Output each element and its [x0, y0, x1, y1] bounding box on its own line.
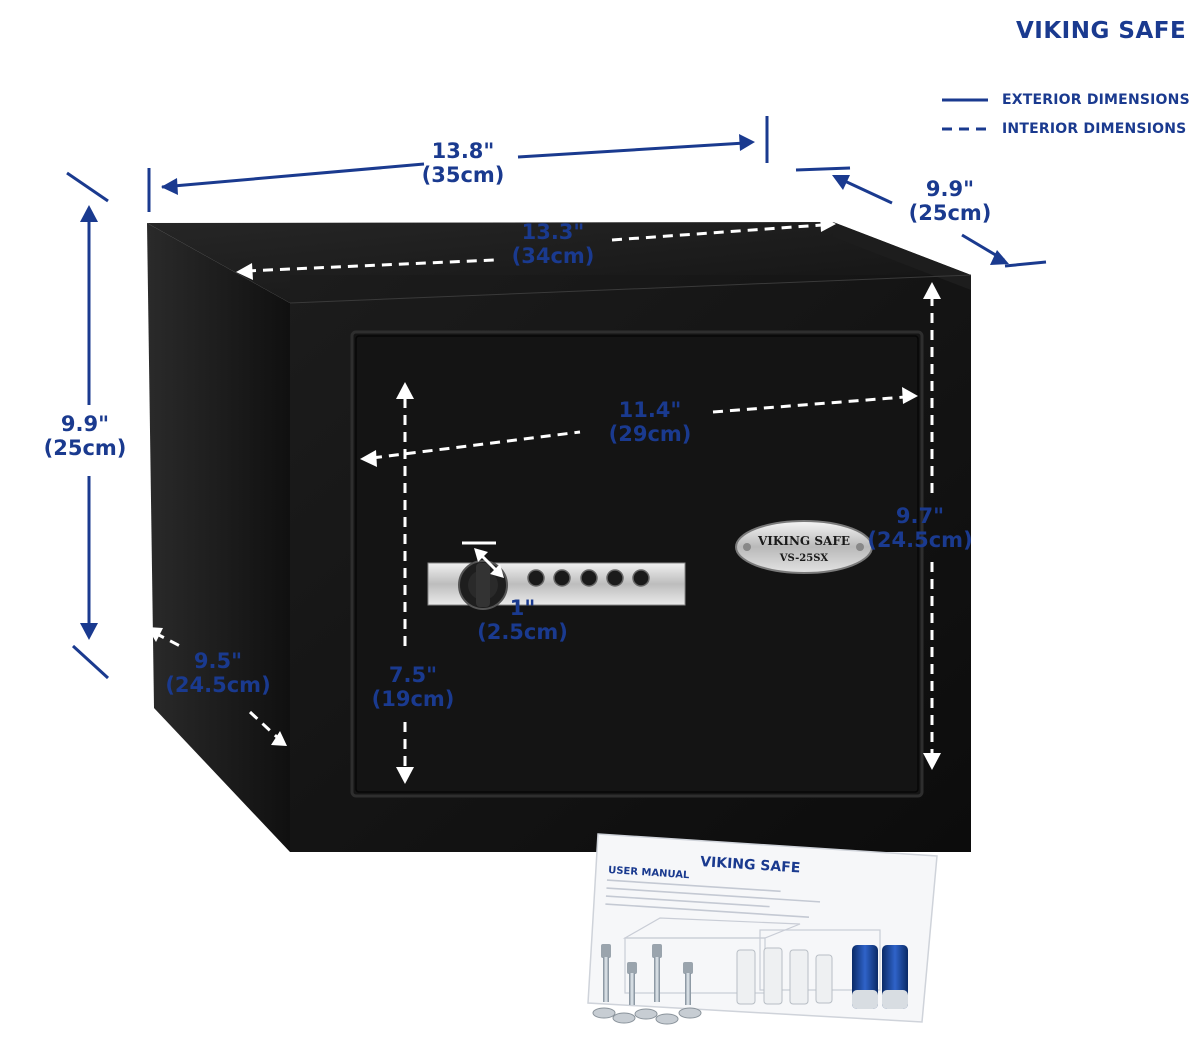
brand-logo: VIKING SAFE: [1016, 18, 1187, 44]
dim-knob: 1"(2.5cm): [477, 596, 568, 644]
interior-dimension-lines: [154, 223, 934, 770]
wall-anchor-icon: [736, 947, 833, 1005]
interior-dimension-arrows: [147, 215, 941, 784]
battery-icon: [852, 945, 908, 1009]
bolt-icon: [652, 944, 662, 1002]
keypad-buttons-icon: [527, 569, 650, 587]
dim-int-depth: 9.5"(24.5cm): [165, 649, 271, 697]
nameplate: VIKING SAFE VS-25SX: [735, 520, 873, 574]
dashed-line-icon: [942, 127, 988, 131]
solid-line-icon: [942, 98, 988, 102]
bolt-icon: [683, 962, 693, 1005]
washer-icon: [592, 1007, 702, 1025]
bolt-icon: [601, 944, 611, 1002]
dim-ext-width: 13.8"(35cm): [421, 139, 505, 187]
manual-title: USER MANUAL: [608, 865, 690, 881]
mounting-hardware: [592, 944, 908, 1025]
legend-exterior: EXTERIOR DIMENSIONS: [942, 92, 1190, 108]
dim-ext-height: 9.9"(25cm): [43, 412, 127, 460]
nameplate-model: VS-25SX: [779, 553, 829, 564]
dim-ext-depth: 9.9"(25cm): [908, 177, 992, 225]
dim-door-height: 9.7"(24.5cm): [867, 504, 973, 552]
safe-side: [147, 223, 290, 852]
dim-int-width: 13.3"(34cm): [511, 220, 595, 268]
exterior-dimension-lines: [66, 116, 1047, 680]
dim-door-width: 11.4"(29cm): [608, 398, 692, 446]
legend-exterior-label: EXTERIOR DIMENSIONS: [1002, 92, 1190, 108]
dim-door-offset: 7.5"(19cm): [371, 663, 455, 711]
manual-brand: VIKING SAFE: [700, 854, 801, 876]
knob-dimension-marker: [462, 541, 504, 578]
legend-interior-label: INTERIOR DIMENSIONS: [1002, 121, 1187, 137]
legend-interior: INTERIOR DIMENSIONS: [942, 121, 1186, 137]
nameplate-brand: VIKING SAFE: [757, 534, 850, 548]
bolt-icon: [627, 962, 637, 1005]
